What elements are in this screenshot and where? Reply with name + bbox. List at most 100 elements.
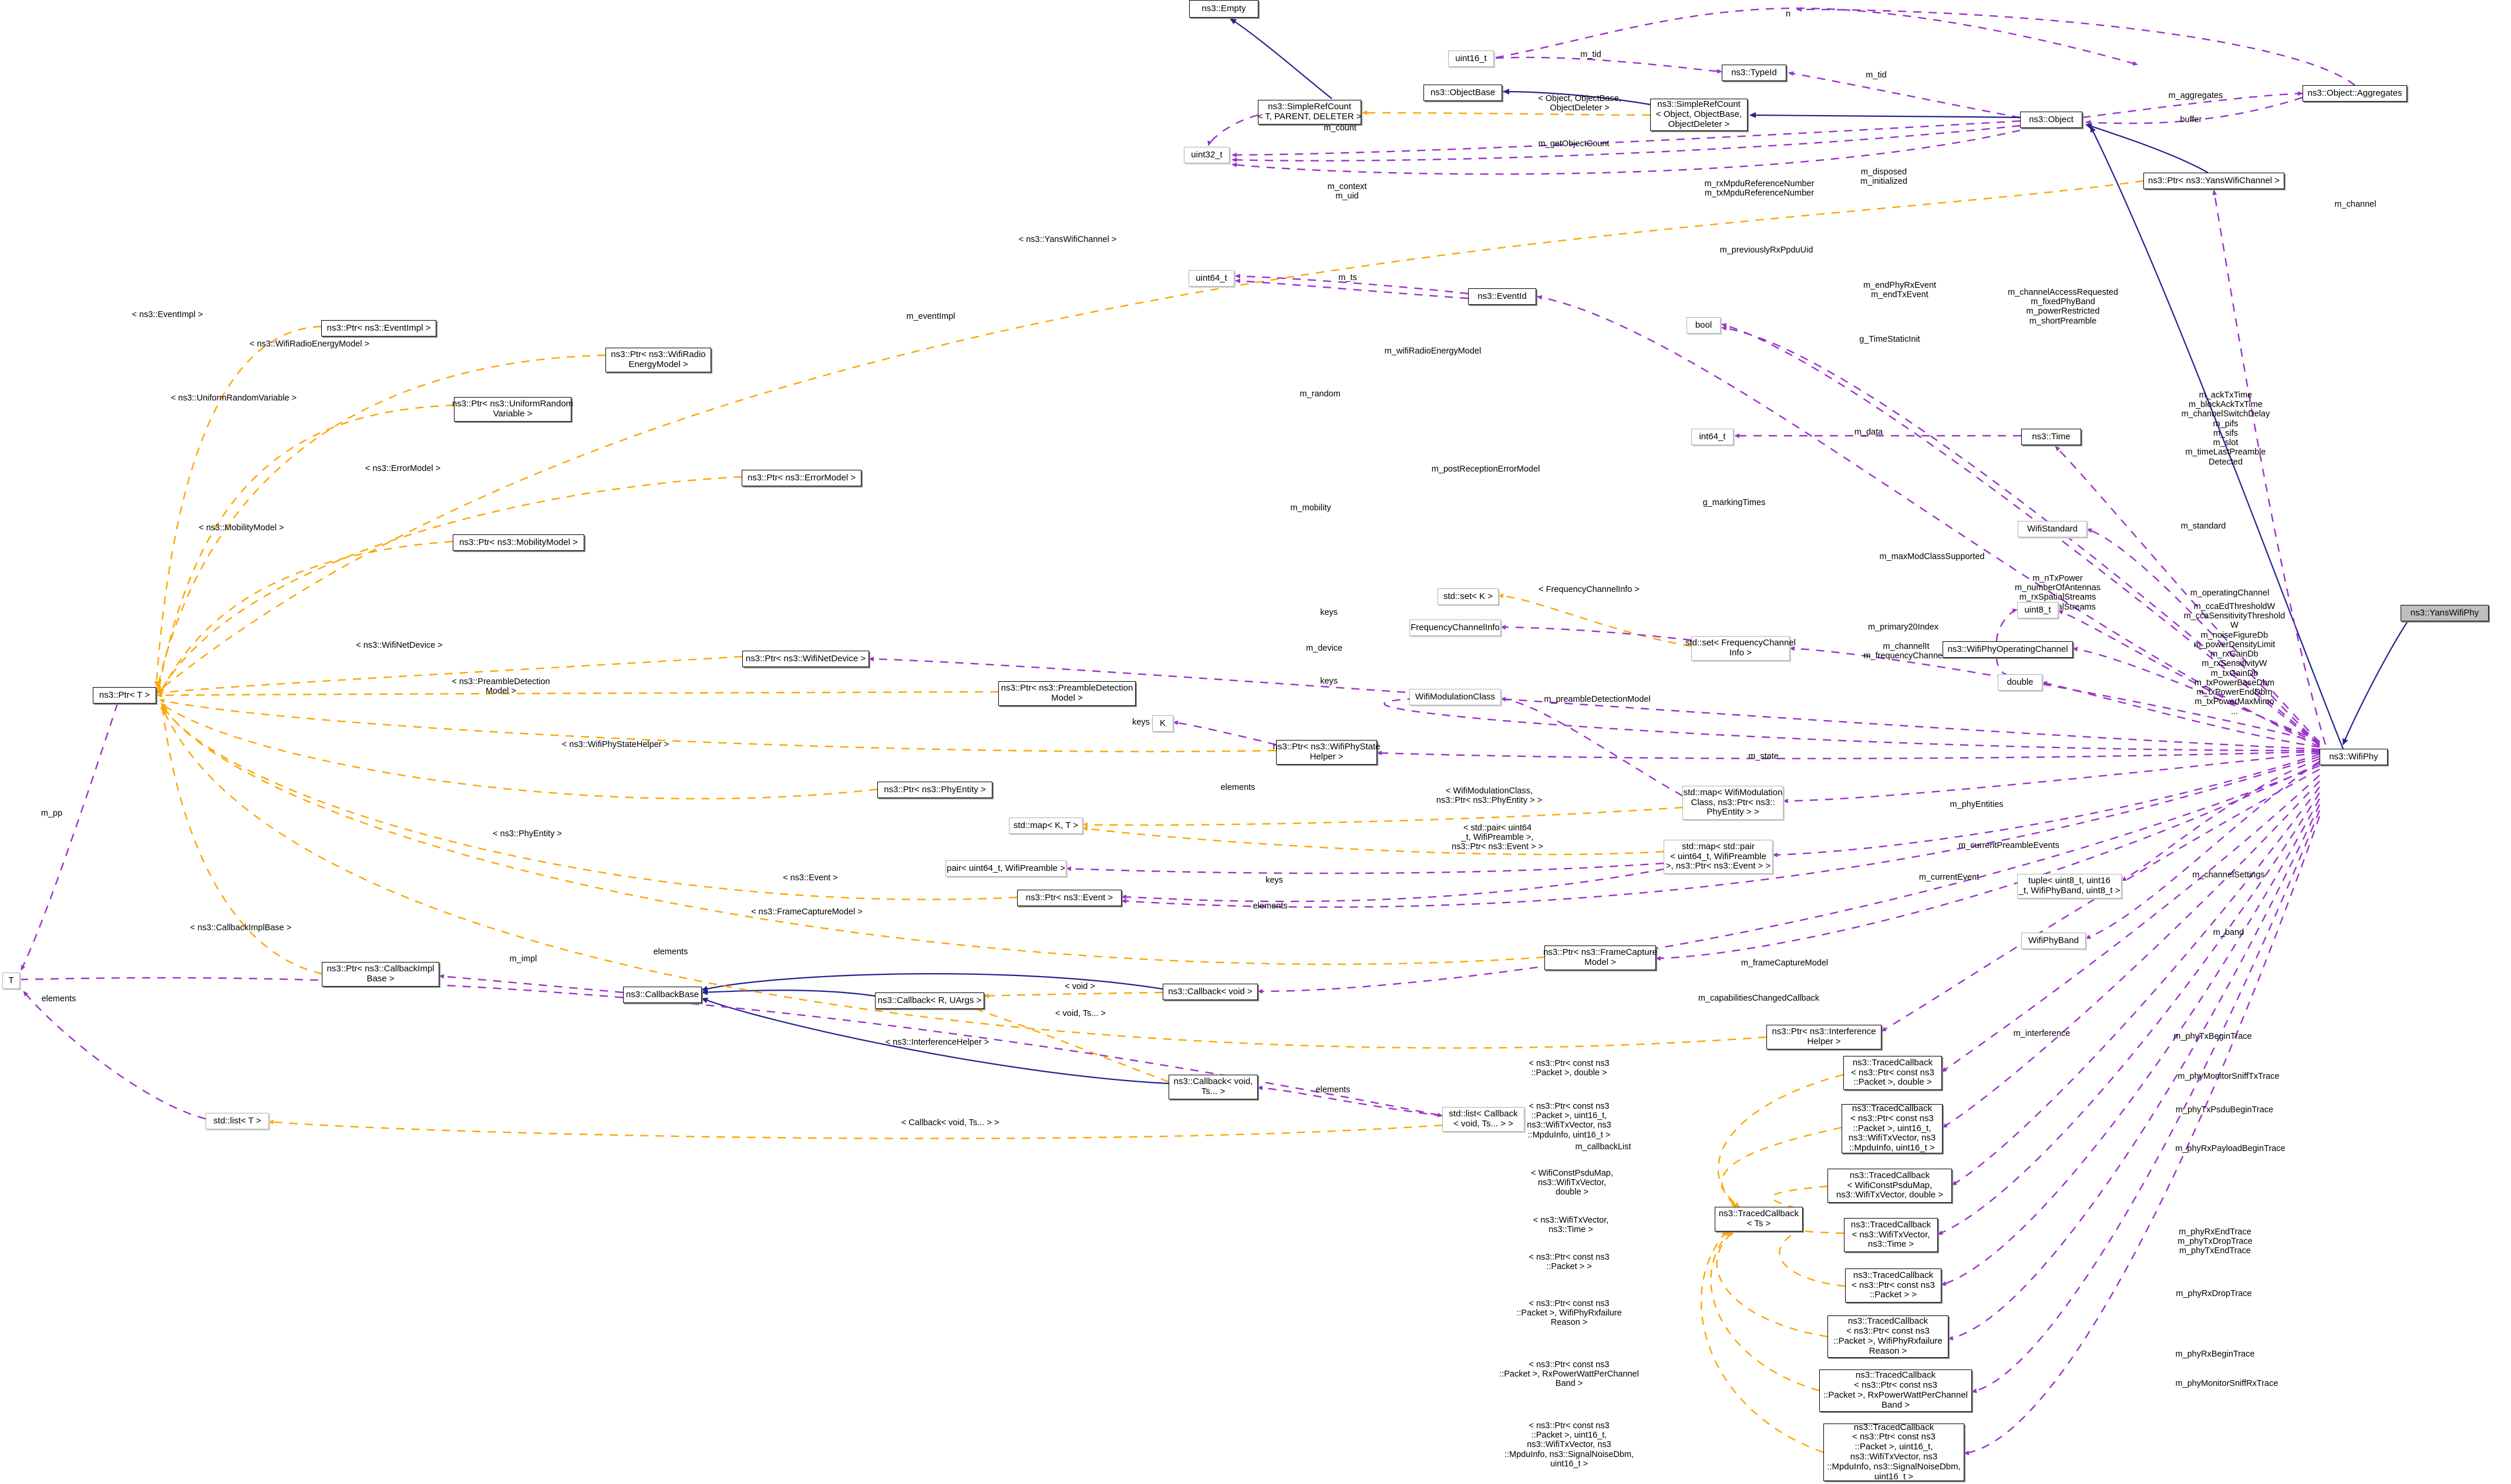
class-node-wifiphy[interactable]: ns3::WifiPhy: [2320, 749, 2388, 765]
edge-label: < ns3::FrameCaptureModel >: [751, 907, 863, 917]
class-node-ptr_wifiphystate[interactable]: ns3::Ptr< ns3::WifiPhyState Helper >: [1273, 740, 1381, 765]
edge-usage: [1500, 696, 1683, 797]
class-node-empty[interactable]: ns3::Empty: [1189, 0, 1258, 18]
class-node-aggregates[interactable]: ns3::Object::Aggregates: [2303, 85, 2407, 102]
class-node-bool[interactable]: bool: [1687, 317, 1721, 334]
class-node-uint32[interactable]: uint32_t: [1184, 147, 1230, 163]
class-node-map_k_t[interactable]: std::map< K, T >: [1009, 817, 1083, 834]
edge-template: [1498, 593, 1692, 647]
class-node-callback_void[interactable]: ns3::Callback< void >: [1163, 984, 1258, 1000]
class-node-ptr_t[interactable]: ns3::Ptr< T >: [93, 687, 156, 704]
edge-template: [156, 180, 2144, 694]
class-node-double[interactable]: double: [1998, 674, 2042, 691]
class-node-freqchannelinfo[interactable]: FrequencyChannelInfo: [1409, 620, 1501, 636]
edge-template: [1721, 1126, 1842, 1207]
class-node-ptr_event[interactable]: ns3::Ptr< ns3::Event >: [1017, 890, 1122, 906]
class-node-wifimodulationclass[interactable]: WifiModulationClass: [1409, 689, 1501, 705]
class-node-ptr_framecapture[interactable]: ns3::Ptr< ns3::FrameCapture Model >: [1543, 945, 1657, 970]
edge-label: < ns3::WifiNetDevice >: [356, 641, 443, 650]
class-node-map_pair_event[interactable]: std::map< std::pair < uint64_t, WifiPrea…: [1664, 840, 1773, 874]
edge-label: m_impl: [509, 954, 537, 964]
edge-label: < ns3::WifiTxVector, ns3::Time >: [1533, 1216, 1609, 1235]
class-node-wifiphyband[interactable]: WifiPhyBand: [2021, 933, 2086, 949]
edge-template: [1701, 1231, 1824, 1453]
class-node-tc_rxfailure[interactable]: ns3::TracedCallback < ns3::Ptr< const ns…: [1827, 1315, 1948, 1358]
edge-label: m_device: [1305, 644, 1343, 653]
class-node-std_list_t[interactable]: std::list< T >: [206, 1113, 269, 1129]
class-node-ptr_errormodel[interactable]: ns3::Ptr< ns3::ErrorModel >: [742, 470, 861, 486]
class-node-ptr_phyentity[interactable]: ns3::Ptr< ns3::PhyEntity >: [877, 782, 992, 798]
class-node-k[interactable]: K: [1152, 715, 1173, 732]
class-node-callback_r_uargs[interactable]: ns3::Callback< R, UArgs >: [875, 992, 984, 1009]
edge-label: < ns3::WifiRadioEnergyModel >: [250, 339, 369, 349]
class-node-tc_ts[interactable]: ns3::TracedCallback < Ts >: [1715, 1207, 1803, 1231]
edge-template: [1082, 806, 1683, 827]
class-node-time[interactable]: ns3::Time: [2021, 429, 2081, 445]
edge-label: m_state: [1748, 752, 1779, 761]
edge-label: g_markingTimes: [1702, 498, 1766, 507]
class-node-uint16[interactable]: uint16_t: [1448, 51, 1494, 67]
class-node-int64[interactable]: int64_t: [1691, 429, 1734, 445]
edge-template: [1717, 1074, 1844, 1207]
class-node-tc_rxpower[interactable]: ns3::TracedCallback < ns3::Ptr< const ns…: [1819, 1369, 1972, 1412]
edge-label: m_ts: [1338, 273, 1357, 282]
class-node-tc_packet[interactable]: ns3::TracedCallback < ns3::Ptr< const ns…: [1845, 1268, 1941, 1303]
class-node-simplerefcount_t[interactable]: ns3::SimpleRefCount < T, PARENT, DELETER…: [1258, 100, 1362, 124]
class-node-uint8[interactable]: uint8_t: [2017, 602, 2058, 618]
class-node-tc_signalnoise[interactable]: ns3::TracedCallback < ns3::Ptr< const ns…: [1823, 1422, 1964, 1481]
class-node-tc_psdumap[interactable]: ns3::TracedCallback < WifiConstPsduMap, …: [1827, 1169, 1952, 1203]
edge-template: [160, 704, 322, 975]
class-node-set_k[interactable]: std::set< K >: [1438, 588, 1499, 605]
class-node-ptr_mobilitymodel[interactable]: ns3::Ptr< ns3::MobilityModel >: [453, 534, 584, 551]
class-node-tc_packet_mpdu[interactable]: ns3::TracedCallback < ns3::Ptr< const ns…: [1842, 1103, 1943, 1153]
edge-label: < ns3::Ptr< const ns3 ::Packet >, double…: [1529, 1059, 1610, 1078]
class-node-ptr_wifinetdevice[interactable]: ns3::Ptr< ns3::WifiNetDevice >: [742, 651, 869, 667]
class-node-ptr_preambledet[interactable]: ns3::Ptr< ns3::PreambleDetection Model >: [998, 681, 1136, 706]
edge-label: < ns3::Ptr< const ns3 ::Packet >, uint16…: [1527, 1102, 1611, 1140]
edge-template: [157, 655, 743, 695]
edge-label: m_getObjectCount: [1538, 139, 1610, 149]
class-node-ptr_wifiradioenergy[interactable]: ns3::Ptr< ns3::WifiRadio EnergyModel >: [605, 348, 711, 372]
edge-label: < ns3::EventImpl >: [132, 310, 203, 319]
edge-label: < WifiModulationClass, ns3::Ptr< ns3::Ph…: [1436, 786, 1543, 806]
edge-label: m_operatingChannel: [2190, 588, 2270, 598]
class-node-t_small[interactable]: T: [2, 972, 20, 989]
class-node-set_freqchannelinfo[interactable]: std::set< FrequencyChannel Info >: [1685, 636, 1796, 661]
edge-label: m_data: [1854, 428, 1883, 437]
class-node-ptr_interference[interactable]: ns3::Ptr< ns3::Interference Helper >: [1766, 1025, 1881, 1049]
class-node-ptr_yanswifichannel[interactable]: ns3::Ptr< ns3::YansWifiChannel >: [2143, 173, 2284, 189]
class-node-callbackbase[interactable]: ns3::CallbackBase: [623, 987, 702, 1003]
class-node-typeid[interactable]: ns3::TypeId: [1722, 65, 1786, 81]
class-node-ptr_uniformrandom[interactable]: ns3::Ptr< ns3::UniformRandom Variable >: [452, 397, 573, 422]
edge-label: keys: [1320, 608, 1338, 617]
edge-usage: [1066, 862, 1664, 874]
class-node-map_wifimod_phy[interactable]: std::map< WifiModulation Class, ns3::Ptr…: [1682, 786, 1783, 820]
edge-template: [1082, 826, 1664, 856]
edge-label: n: [1785, 9, 1791, 19]
class-node-ptr_eventimpl[interactable]: ns3::Ptr< ns3::EventImpl >: [321, 320, 436, 336]
edge-usage: [1121, 868, 1664, 903]
class-node-std_list_callback[interactable]: std::list< Callback < void, Ts... > >: [1442, 1107, 1524, 1132]
class-node-yanswifiphy[interactable]: ns3::YansWifiPhy: [2401, 605, 2489, 621]
edge-label: m_interference: [2013, 1029, 2071, 1038]
class-node-wifiphyopchannel[interactable]: ns3::WifiPhyOperatingChannel: [1943, 641, 2073, 658]
class-node-simplerefcount_obj[interactable]: ns3::SimpleRefCount < Object, ObjectBase…: [1650, 99, 1748, 131]
class-node-ptr_callbackimpl[interactable]: ns3::Ptr< ns3::CallbackImpl Base >: [322, 962, 439, 987]
class-node-tuple_band[interactable]: tuple< uint8_t, uint16 _t, WifiPhyBand, …: [2017, 874, 2122, 899]
class-node-objectbase[interactable]: ns3::ObjectBase: [1423, 85, 1502, 101]
class-node-callback_void_ts[interactable]: ns3::Callback< void, Ts... >: [1169, 1075, 1258, 1099]
class-node-uint64[interactable]: uint64_t: [1189, 270, 1234, 287]
edge-template: [159, 476, 742, 694]
class-node-object[interactable]: ns3::Object: [2020, 112, 2082, 128]
edge-label: m_count: [1324, 123, 1357, 133]
edge-label: elements: [1253, 901, 1288, 911]
class-node-tc_packet_double[interactable]: ns3::TracedCallback < ns3::Ptr< const ns…: [1843, 1056, 1942, 1090]
edge-usage: [439, 974, 624, 994]
edge-label: m_eventImpl: [906, 312, 955, 321]
class-node-tc_txvector_time[interactable]: ns3::TracedCallback < ns3::WifiTxVector,…: [1844, 1218, 1938, 1252]
class-node-eventid[interactable]: ns3::EventId: [1468, 288, 1536, 305]
edge-label: keys: [1265, 876, 1283, 885]
edge-label: < WifiConstPsduMap, ns3::WifiTxVector, d…: [1531, 1169, 1613, 1197]
class-node-pair_uint64_preamble[interactable]: pair< uint64_t, WifiPreamble >: [945, 860, 1066, 877]
class-node-wifistandard[interactable]: WifiStandard: [2018, 521, 2087, 537]
